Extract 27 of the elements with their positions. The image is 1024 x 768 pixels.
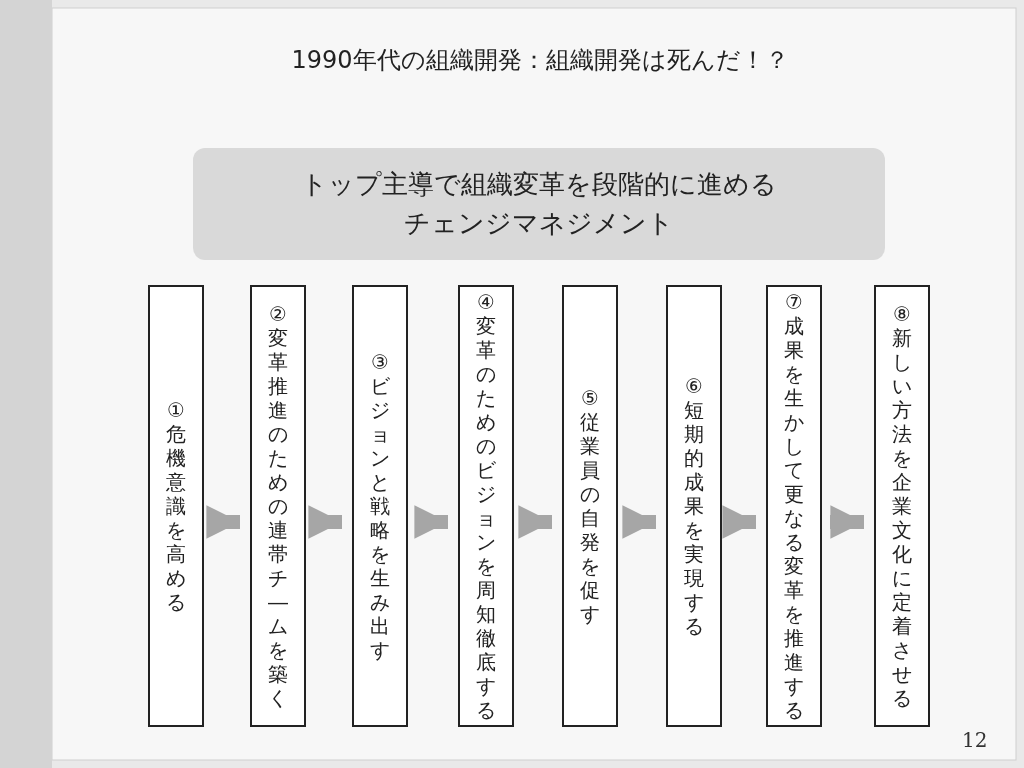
step-text: ②変革推進のための連帯チ―ムを築く: [268, 302, 288, 710]
step-text: ①危機意識を高める: [166, 398, 186, 614]
step-text: ⑤従業員の自発を促す: [580, 386, 600, 626]
arrow: [830, 505, 864, 539]
header-text: トップ主導で組織変革を段階的に進めるチェンジマネジメント: [300, 168, 778, 240]
step-text: ④変革のためのビジョンを周知徹底する: [476, 290, 496, 722]
step-box: [148, 285, 204, 727]
arrow: [518, 505, 552, 539]
step-text: ⑦成果を生かして更なる変革を推進する: [784, 290, 804, 722]
arrow: [414, 505, 448, 539]
page-number: 12: [962, 728, 988, 752]
step-box: [562, 285, 618, 727]
step-text: ⑧新しい方法を企業文化に定着させる: [892, 302, 912, 710]
step-box: [874, 285, 930, 727]
arrow: [622, 505, 656, 539]
arrow: [308, 505, 342, 539]
arrow: [722, 505, 756, 539]
header-box: [193, 148, 885, 260]
arrow: [206, 505, 240, 539]
step-box: [250, 285, 306, 727]
step-text: ⑥短期的成果を実現する: [684, 374, 704, 638]
step-box: [766, 285, 822, 727]
step-box: [458, 285, 514, 727]
step-text: ③ビジョンと戦略を生み出す: [370, 350, 390, 662]
step-box: [666, 285, 722, 727]
step-box: [352, 285, 408, 727]
slide-title: 1990年代の組織開発：組織開発は死んだ！？: [290, 45, 790, 76]
